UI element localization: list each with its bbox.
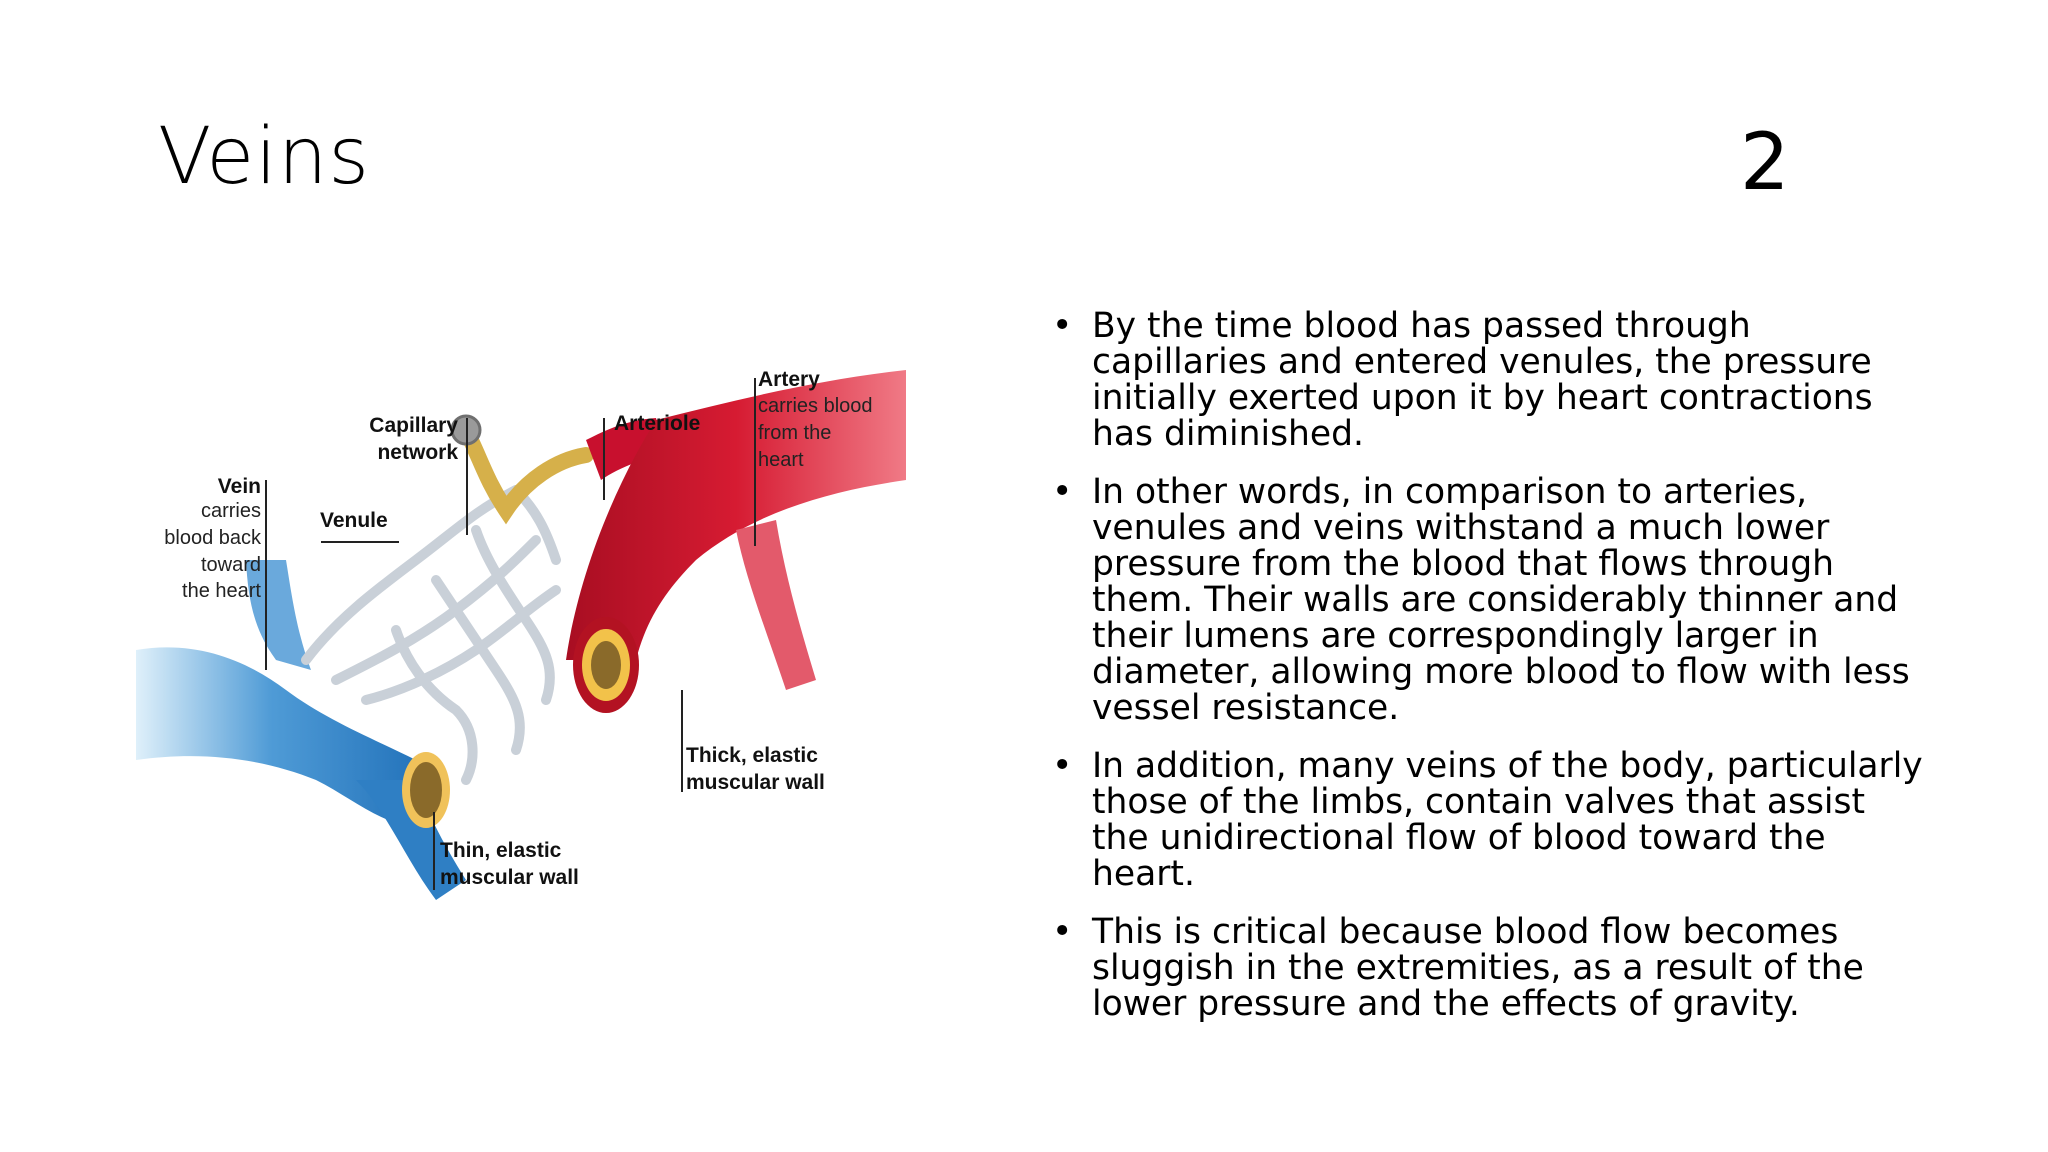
slide-number: 2 [1740, 118, 1790, 208]
label-thick-wall: muscular wall [686, 771, 825, 794]
blood-vessel-diagram: Vein carries blood back toward the heart… [136, 360, 906, 930]
bullet-list: By the time blood has passed through cap… [1052, 308, 1932, 1044]
label-vein-desc: blood back [164, 527, 262, 549]
label-artery-title: Artery [758, 368, 820, 391]
label-capillary: Capillary [369, 414, 458, 437]
label-vein-desc: toward [201, 554, 261, 576]
vessel-illustration: Vein carries blood back toward the heart… [136, 368, 906, 900]
arteriole-shape [450, 414, 594, 525]
capillary-network-shape [301, 485, 561, 785]
label-thin-wall: Thin, elastic [440, 839, 562, 862]
label-venule: Venule [320, 509, 388, 532]
bullet-item: By the time blood has passed through cap… [1052, 308, 1932, 452]
bullet-item: In addition, many veins of the body, par… [1052, 748, 1932, 892]
label-artery-desc: carries blood [758, 395, 873, 417]
label-thick-wall: Thick, elastic [686, 744, 818, 767]
artery-shape [566, 370, 906, 713]
label-vein-desc: the heart [182, 580, 261, 602]
leader-lines [265, 378, 756, 890]
diagram-labels: Vein carries blood back toward the heart… [164, 368, 872, 889]
label-artery-desc: heart [758, 449, 804, 471]
label-thin-wall: muscular wall [440, 866, 579, 889]
bullet-item: In other words, in comparison to arterie… [1052, 474, 1932, 726]
slide-title: Veins [158, 112, 371, 202]
label-vein-desc: carries [201, 500, 261, 522]
label-artery-desc: from the [758, 422, 831, 444]
label-arteriole: Arteriole [614, 412, 700, 435]
label-vein-title: Vein [218, 475, 261, 498]
label-capillary: network [377, 441, 458, 464]
vein-shape [136, 560, 466, 900]
bullet-item: This is critical because blood flow beco… [1052, 914, 1932, 1022]
